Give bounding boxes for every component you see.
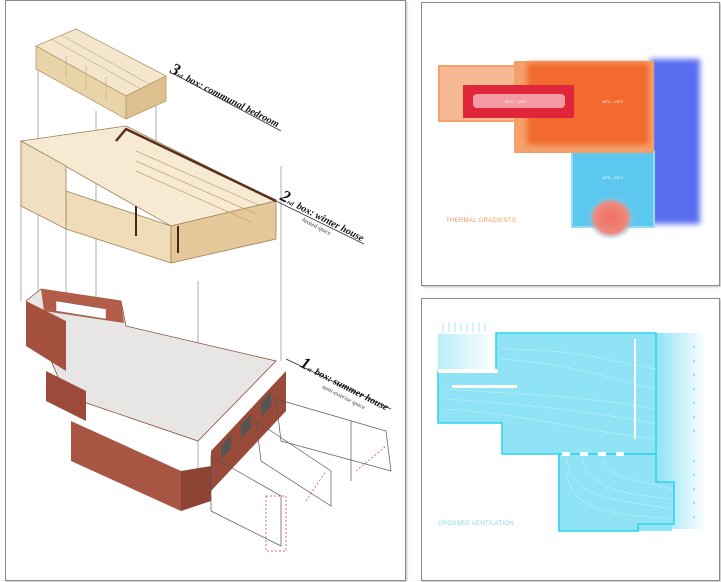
box-1-suffix: st [305, 366, 313, 374]
ventilation-caption: CROSSED VENTILATION [438, 521, 514, 527]
box-1-summer-house [25, 288, 286, 511]
zone-temp-cool: 15°C - 22°C [602, 175, 624, 180]
axonometric-panel: 3rd box: communal bedroom 2nd box: winte… [5, 0, 406, 581]
ventilation-map [437, 322, 706, 532]
axonometric-drawing [19, 28, 392, 552]
zone-temp-hot: 20°C - 24°C [505, 99, 527, 104]
thermal-caption: THERMAL GRADIENTS [446, 218, 517, 224]
crossed-ventilation-panel: CROSSED VENTILATION [421, 298, 720, 581]
ventilation-tunnels [210, 398, 392, 552]
thermal-map [438, 59, 700, 240]
box-3-suffix: rd [175, 72, 184, 81]
box-2-winter-house [19, 125, 278, 264]
box-3-communal-bedroom [35, 28, 167, 120]
zone-temp-warm: 18°C - 24°C [602, 99, 624, 104]
thermal-gradients-panel: 20°C - 24°C 18°C - 24°C 15°C - 22°C THER… [421, 2, 720, 286]
box-2-suffix: nd [285, 199, 295, 208]
